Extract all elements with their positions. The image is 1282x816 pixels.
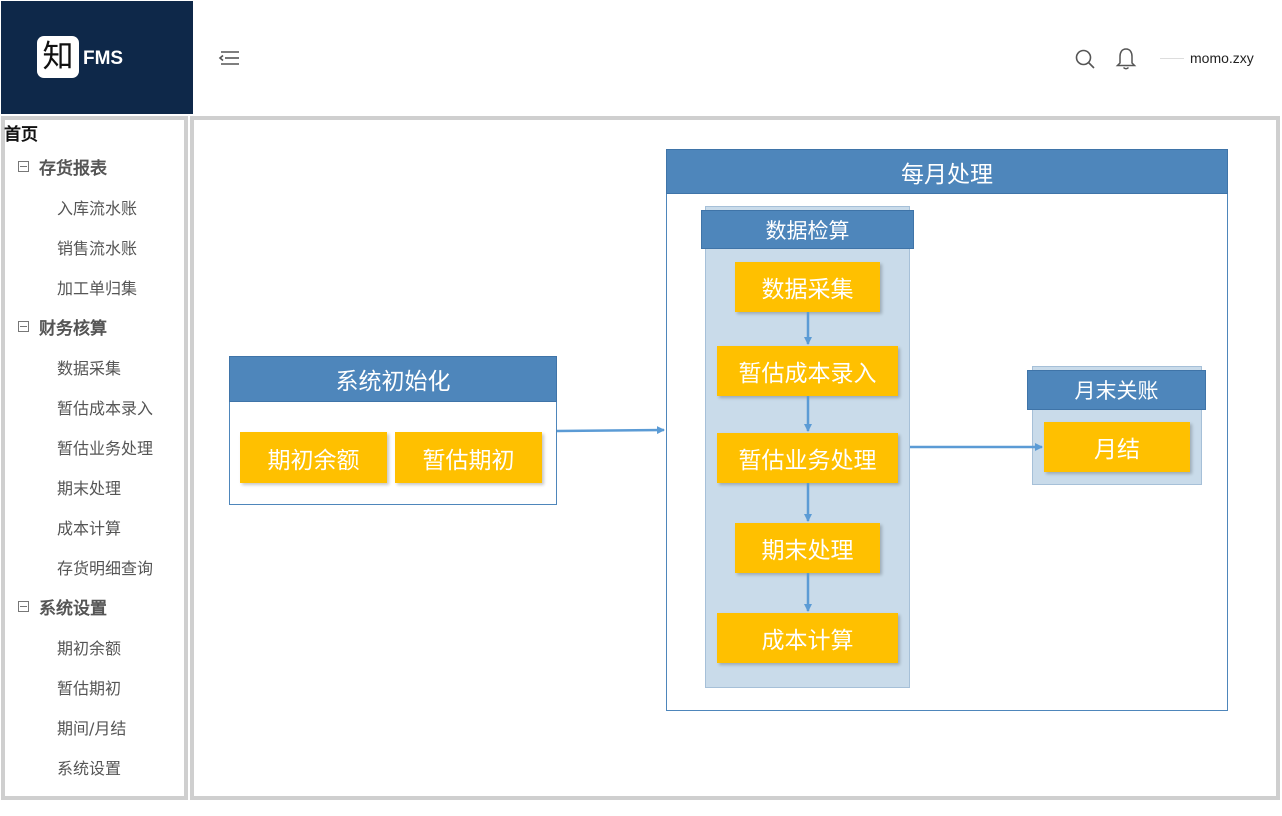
sidebar-group-label: 系统设置 [39,599,107,619]
step-cost-calculation[interactable]: 成本计算 [717,613,898,663]
sidebar [1,116,188,800]
step-estimated-opening[interactable]: 暂估期初 [395,432,542,483]
search-icon[interactable] [1073,47,1097,71]
collapse-icon[interactable] [18,321,29,332]
sidebar-item-opening-balance[interactable]: 期初余额 [57,639,122,658]
close-title: 月末关账 [1027,370,1206,410]
sidebar-item-estimated-business[interactable]: 暂估业务处理 [57,439,154,458]
sidebar-item-inventory-detail[interactable]: 存货明细查询 [57,559,154,578]
avatar-placeholder [1160,58,1184,59]
logo-mark: 知 [37,36,79,78]
arrow-init-to-monthly [556,426,665,435]
sidebar-item-estimated-opening[interactable]: 暂估期初 [57,679,122,698]
step-month-close[interactable]: 月结 [1044,422,1190,472]
step-data-collection[interactable]: 数据采集 [735,262,880,312]
user-menu[interactable]: momo.zxy [1190,50,1254,66]
app-name: FMS [83,48,124,69]
sidebar-item-period-close[interactable]: 期间/月结 [57,719,127,738]
sidebar-item-processing-orders[interactable]: 加工单归集 [57,279,138,298]
sidebar-group-accounting[interactable]: 财务核算 [18,314,107,339]
collapse-icon[interactable] [18,601,29,612]
step-estimated-business[interactable]: 暂估业务处理 [717,433,898,483]
app-logo [1,1,193,114]
init-title: 系统初始化 [229,356,557,402]
data-check-title: 数据检算 [701,210,914,249]
sidebar-group-inventory-reports[interactable]: 存货报表 [18,154,107,179]
sidebar-item-settings[interactable]: 系统设置 [57,759,122,778]
sidebar-item-home[interactable]: 首页 [4,125,38,145]
sidebar-group-system-settings[interactable]: 系统设置 [18,594,107,619]
sidebar-item-inbound-ledger[interactable]: 入库流水账 [57,199,138,218]
menu-fold-icon[interactable] [216,48,242,70]
sidebar-group-label: 存货报表 [39,159,107,179]
sidebar-item-data-collection[interactable]: 数据采集 [57,359,122,378]
collapse-icon[interactable] [18,161,29,172]
step-opening-balance[interactable]: 期初余额 [240,432,387,483]
bell-icon[interactable] [1115,47,1137,71]
sidebar-group-label: 财务核算 [39,319,107,339]
step-period-end[interactable]: 期末处理 [735,523,880,573]
step-estimated-cost-entry[interactable]: 暂估成本录入 [717,346,898,396]
sidebar-item-sales-ledger[interactable]: 销售流水账 [57,239,138,258]
sidebar-item-cost-calculation[interactable]: 成本计算 [57,519,122,538]
monthly-title: 每月处理 [666,149,1228,194]
sidebar-item-estimated-cost-entry[interactable]: 暂估成本录入 [57,399,154,418]
sidebar-item-period-end[interactable]: 期末处理 [57,479,122,498]
